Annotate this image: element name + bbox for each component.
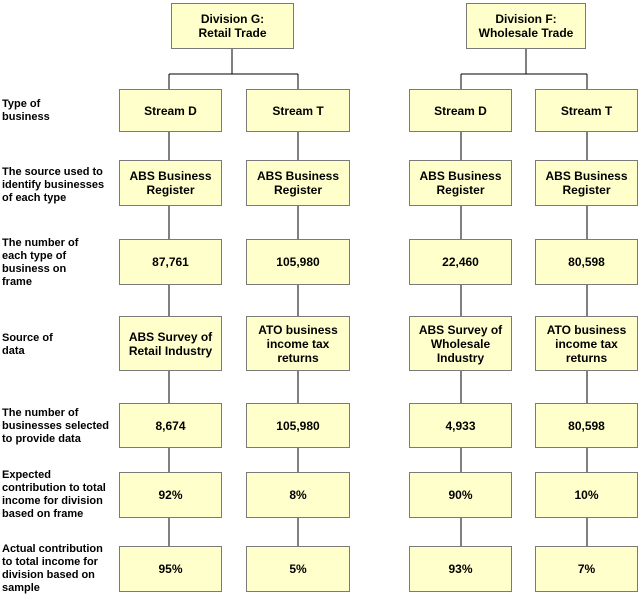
g-stream-t-number: 105,980 [246,239,350,285]
g-stream-t-actual: 5% [246,546,350,592]
row-label-actual: Actual contribution to total income for … [2,543,103,594]
f-stream-d-source: ABS Business Register [409,160,512,206]
f-stream-d-actual: 93% [409,546,512,592]
f-stream-t-expected: 10% [535,472,638,518]
g-stream-t-type: Stream T [246,89,350,132]
g-stream-t-data-source: ATO business income tax returns [246,316,350,371]
division-f-box: Division F: Wholesale Trade [466,3,586,49]
g-stream-d-source: ABS Business Register [119,160,222,206]
f-stream-d-selected: 4,933 [409,403,512,448]
f-stream-t-type: Stream T [535,89,638,132]
g-stream-t-selected: 105,980 [246,403,350,448]
g-stream-d-data-source: ABS Survey of Retail Industry [119,316,222,371]
g-stream-d-number: 87,761 [119,239,222,285]
g-stream-d-selected: 8,674 [119,403,222,448]
f-stream-t-selected: 80,598 [535,403,638,448]
row-label-type: Type of business [2,98,50,123]
f-stream-t-source: ABS Business Register [535,160,638,206]
row-label-expected: Expected contribution to total income fo… [2,469,106,520]
row-label-number: The number of each type of business on f… [2,237,79,288]
g-stream-t-source: ABS Business Register [246,160,350,206]
f-stream-t-actual: 7% [535,546,638,592]
g-stream-d-actual: 95% [119,546,222,592]
f-stream-d-number: 22,460 [409,239,512,285]
division-g-box: Division G: Retail Trade [171,3,294,49]
f-stream-t-data-source: ATO business income tax returns [535,316,638,371]
f-stream-d-expected: 90% [409,472,512,518]
row-label-data-source: Source of data [2,332,53,357]
g-stream-t-expected: 8% [246,472,350,518]
g-stream-d-expected: 92% [119,472,222,518]
f-stream-t-number: 80,598 [535,239,638,285]
f-stream-d-data-source: ABS Survey of Wholesale Industry [409,316,512,371]
row-label-source: The source used to identify businesses o… [2,166,105,204]
f-stream-d-type: Stream D [409,89,512,132]
g-stream-d-type: Stream D [119,89,222,132]
row-label-selected: The number of businesses selected to pro… [2,407,110,445]
